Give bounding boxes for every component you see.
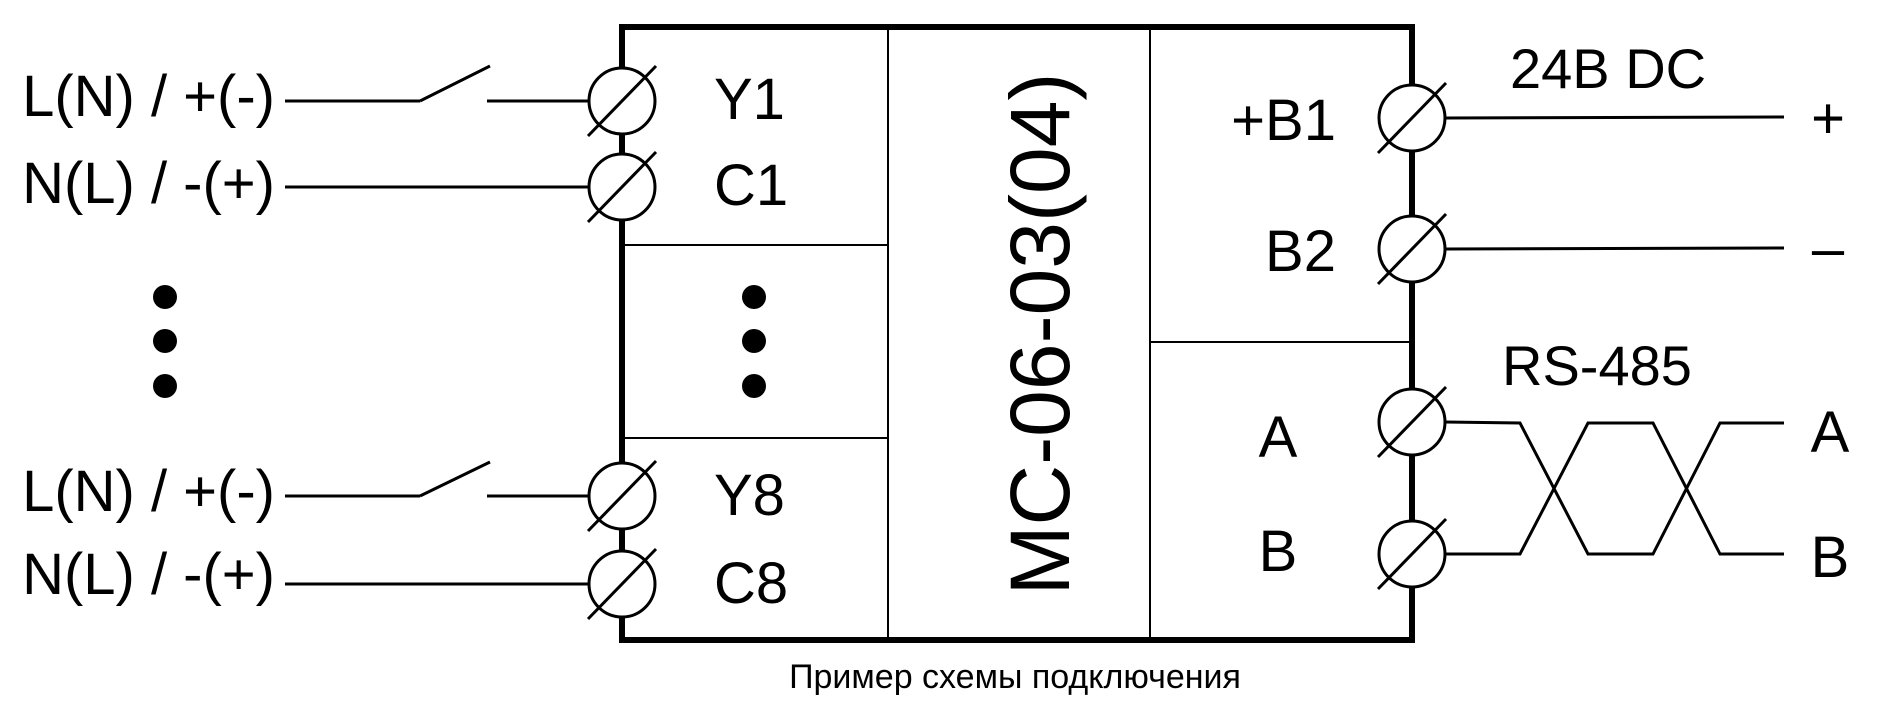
terminal-label-b2: В2	[1265, 219, 1336, 284]
polarity-minus: –	[1812, 216, 1845, 281]
rs485-row-b: B B	[1259, 517, 1850, 591]
screw-terminal-icon	[586, 547, 658, 621]
screw-terminal-icon	[1376, 81, 1448, 155]
screw-terminal-icon	[586, 150, 658, 224]
screw-terminal-icon	[586, 64, 658, 138]
rs485-title: RS-485	[1502, 334, 1692, 397]
screw-terminal-icon	[1376, 517, 1448, 591]
ellipsis-left-icon	[153, 285, 177, 398]
terminal-label-y1: Y1	[714, 67, 785, 132]
input-row-y8: L(N) / +(-) Y8	[22, 459, 785, 533]
line-label-b: B	[1811, 525, 1850, 590]
terminal-label-y8: Y8	[714, 463, 785, 528]
terminal-label-c1: C1	[714, 153, 788, 218]
module-housing	[619, 24, 1415, 643]
terminal-label-a: A	[1259, 405, 1298, 470]
signal-label-c8: N(L) / -(+)	[22, 542, 275, 607]
diagram-caption: Пример схемы подключения	[789, 658, 1241, 696]
rs485-row-a: A A	[1259, 385, 1850, 470]
terminal-label-c8: C8	[714, 551, 788, 616]
input-row-c8: N(L) / -(+) C8	[22, 542, 788, 621]
terminal-label-b1: +В1	[1231, 88, 1336, 153]
screw-terminal-icon	[1376, 385, 1448, 459]
input-row-y1: L(N) / +(-) Y1	[22, 64, 785, 138]
signal-label-c1: N(L) / -(+)	[22, 151, 275, 216]
power-row-b2: В2 –	[1265, 212, 1845, 286]
model-label: МС-06-03(04)	[993, 73, 1087, 596]
switch-contact-icon	[419, 64, 491, 103]
line-label-a: A	[1811, 400, 1850, 465]
ellipsis-module-icon	[742, 285, 766, 398]
screw-terminal-icon	[586, 459, 658, 533]
input-row-c1: N(L) / -(+) C1	[22, 150, 788, 224]
signal-label-y8: L(N) / +(-)	[22, 459, 275, 524]
power-title: 24В DC	[1510, 37, 1706, 100]
twisted-pair-icon	[1444, 420, 1784, 556]
switch-contact-icon	[419, 460, 491, 498]
signal-label-y1: L(N) / +(-)	[22, 64, 275, 129]
polarity-plus: +	[1811, 86, 1845, 151]
screw-terminal-icon	[1376, 212, 1448, 286]
power-row-b1: +В1 +	[1231, 81, 1845, 155]
terminal-label-b: B	[1259, 519, 1298, 584]
